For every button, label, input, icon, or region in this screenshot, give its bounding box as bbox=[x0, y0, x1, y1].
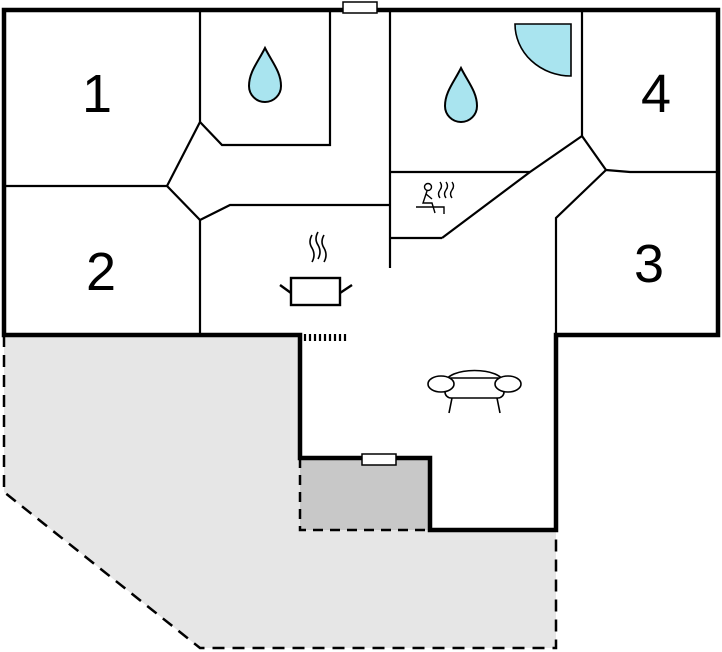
outer-walls bbox=[1, 7, 721, 533]
water-drop-icon bbox=[247, 45, 283, 103]
terrace-area bbox=[4, 335, 556, 648]
sofa-icon bbox=[427, 369, 522, 414]
room-label-3: 3 bbox=[634, 234, 664, 294]
covered-terrace-outline bbox=[298, 458, 430, 532]
room-label-2: 2 bbox=[86, 242, 116, 302]
room-label-1: 1 bbox=[82, 64, 112, 124]
room-label-4: 4 bbox=[641, 64, 671, 124]
window-top bbox=[342, 1, 378, 14]
wood-stove-icon bbox=[303, 334, 347, 341]
shower-quarter-circle-icon bbox=[514, 23, 572, 77]
interior-walls bbox=[4, 10, 718, 335]
house-floor bbox=[4, 10, 718, 530]
covered-terrace bbox=[300, 458, 430, 530]
sauna-person-icon bbox=[416, 181, 455, 214]
cooking-pot-icon bbox=[279, 231, 353, 307]
window-terrace bbox=[361, 453, 397, 466]
water-drop-icon bbox=[443, 65, 479, 123]
terrace-outline bbox=[2, 335, 558, 650]
